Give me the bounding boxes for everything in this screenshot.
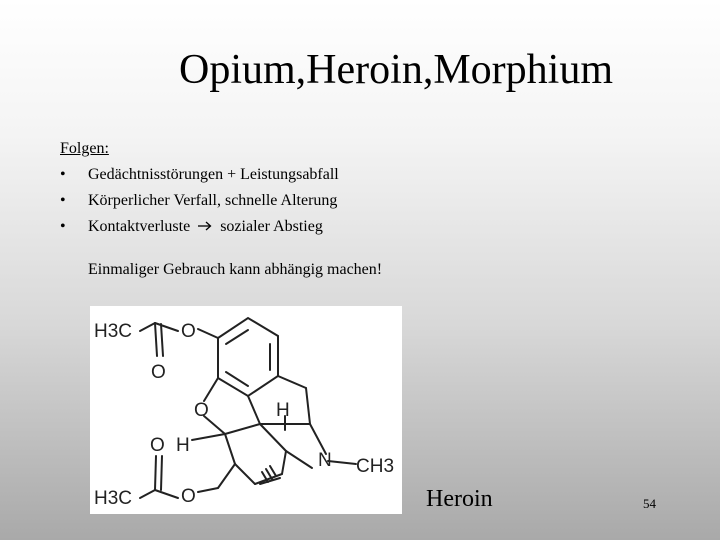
bullet-icon: • (60, 192, 66, 209)
list-item: • Körperlicher Verfall, schnelle Alterun… (60, 188, 680, 214)
oxygen-top-label: O (181, 321, 196, 342)
slide-content: Folgen: • Gedächtnisstörungen + Leistung… (60, 136, 680, 283)
oxygen-left-label: O (150, 435, 165, 456)
warning-note: Einmaliger Gebrauch kann abhängig machen… (88, 261, 383, 278)
arrow-right-icon (198, 221, 212, 231)
heroin-structure-image: H3C O O O H O H N CH3 H3C O (90, 306, 402, 514)
slide-title: Opium,Heroin,Morphium (179, 47, 613, 93)
list-item: • Gedächtnisstörungen + Leistungsabfall (60, 162, 680, 188)
oxygen-bottom-label: O (181, 486, 196, 507)
consequences-list: • Gedächtnisstörungen + Leistungsabfall … (60, 162, 680, 240)
consequences-heading: Folgen: (60, 140, 109, 157)
carbonyl-top-label: O (151, 362, 166, 383)
ring-oxygen-label: O (194, 400, 209, 421)
methyl-top-label: H3C (94, 321, 132, 342)
bullet-text-before: Kontaktverluste (88, 218, 191, 235)
bullet-text-after: sozialer Abstieg (220, 218, 323, 235)
bullet-icon: • (60, 166, 66, 183)
bullet-icon: • (60, 218, 66, 235)
figure-caption: Heroin (426, 486, 493, 512)
nitrogen-label: N (318, 450, 332, 471)
page-number: 54 (643, 496, 656, 511)
methyl-n-label: CH3 (356, 456, 394, 477)
list-item: • Kontaktverluste sozialer Abstieg (60, 214, 680, 240)
hydrogen-left-label: H (176, 435, 190, 456)
structural-formula: H3C O O O H O H N CH3 H3C O (94, 316, 394, 509)
bullet-text: Gedächtnisstörungen + Leistungsabfall (88, 166, 339, 183)
hydrogen-mid-label: H (276, 400, 290, 421)
methyl-bottom-label: H3C (94, 488, 132, 509)
bullet-text: Körperlicher Verfall, schnelle Alterung (88, 192, 338, 209)
